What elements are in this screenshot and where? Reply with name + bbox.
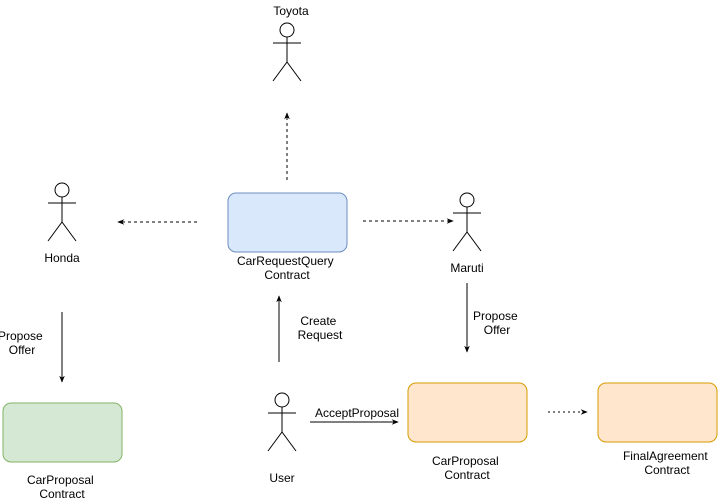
propose-offer-left-label: Propose Offer [0, 329, 46, 357]
car-proposal-left-box [2, 402, 123, 463]
honda-figure-icon [47, 182, 77, 242]
user-figure-icon [267, 392, 297, 452]
final-agreement-line-1: FinalAgreement [623, 449, 708, 463]
propose-offer-left-line-1: Propose [0, 329, 43, 343]
car-request-query-box [227, 192, 348, 253]
maruti-label: Maruti [450, 261, 483, 275]
car-proposal-right-box [407, 382, 528, 443]
propose-offer-right-label: Propose Offer [473, 309, 521, 337]
car-proposal-left-line-1: CarProposal [27, 473, 94, 487]
car-proposal-right-label: CarProposal Contract [432, 454, 502, 482]
propose-offer-left-line-2: Offer [9, 343, 35, 357]
actor-user: User [267, 392, 297, 485]
create-request-line-2: Request [298, 328, 343, 342]
actor-toyota: Toyota [272, 4, 309, 82]
car-proposal-right-line-1: CarProposal [432, 454, 499, 468]
create-request-label: Create Request [298, 314, 343, 342]
final-agreement-box [597, 382, 718, 443]
create-request-line-1: Create [300, 314, 336, 328]
car-request-query-line-1: CarRequestQuery [237, 254, 334, 268]
honda-label: Honda [44, 251, 80, 265]
car-request-query-line-2: Contract [264, 268, 310, 282]
final-agreement-line-2: Contract [644, 463, 690, 477]
final-agreement-contract: FinalAgreement Contract [597, 382, 718, 477]
propose-offer-right-line-1: Propose [473, 309, 518, 323]
car-proposal-contract-right: CarProposal Contract [407, 382, 528, 482]
toyota-label: Toyota [273, 4, 309, 18]
car-proposal-left-label: CarProposal Contract [27, 473, 97, 501]
actor-maruti: Maruti [450, 192, 484, 275]
propose-offer-right-line-2: Offer [484, 323, 510, 337]
car-proposal-contract-left: CarProposal Contract [2, 402, 123, 501]
maruti-figure-icon [452, 192, 482, 252]
car-request-query-contract: CarRequestQuery Contract [227, 192, 348, 282]
final-agreement-label: FinalAgreement Contract [623, 449, 711, 477]
car-request-query-label: CarRequestQuery Contract [237, 254, 337, 282]
car-proposal-left-line-2: Contract [39, 487, 85, 501]
car-proposal-right-line-2: Contract [444, 468, 490, 482]
user-label: User [269, 471, 294, 485]
toyota-figure-icon [272, 22, 302, 82]
accept-proposal-label: AcceptProposal [315, 406, 399, 420]
actor-honda: Honda [44, 182, 80, 265]
